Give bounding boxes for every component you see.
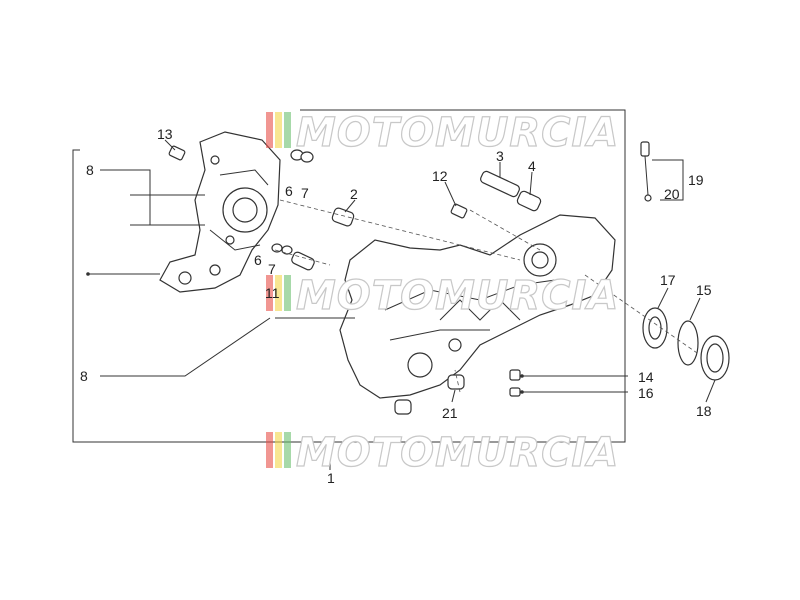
watermark-top: MOTOMURCIA xyxy=(266,109,619,157)
watermark-middle: MOTOMURCIA xyxy=(266,272,619,320)
watermark-text: MOTOMURCIA xyxy=(296,273,619,319)
callout-8: 8 xyxy=(80,368,88,384)
callout-2: 2 xyxy=(350,186,358,202)
callout-16: 16 xyxy=(638,385,654,401)
callout-17: 17 xyxy=(660,272,676,288)
callout-19: 19 xyxy=(688,172,704,188)
bolt-12 xyxy=(450,203,468,219)
bolt-13 xyxy=(168,145,186,161)
ring-7a xyxy=(300,151,314,163)
alignment-lines xyxy=(274,199,701,393)
callout-11: 11 xyxy=(265,285,280,301)
bushing-4 xyxy=(516,190,542,212)
callout-20: 20 xyxy=(664,186,680,202)
small-parts xyxy=(130,145,542,415)
dipstick-cap xyxy=(640,141,650,157)
callout-14: 14 xyxy=(638,369,654,385)
callout-6: 6 xyxy=(254,252,262,268)
bushing-21a xyxy=(447,374,465,390)
watermark-bottom: MOTOMURCIA xyxy=(266,429,619,477)
bolt-16 xyxy=(509,387,521,397)
reference-dot xyxy=(520,374,524,378)
nut-14 xyxy=(509,369,521,381)
bushing-2 xyxy=(331,207,355,227)
assembly-frame xyxy=(72,109,626,470)
callout-18: 18 xyxy=(696,403,712,419)
dipstick-assembly xyxy=(640,141,652,202)
watermark-text: MOTOMURCIA xyxy=(296,430,619,476)
callout-7: 7 xyxy=(268,261,276,277)
bearing-and-seals xyxy=(642,307,730,381)
callout-15: 15 xyxy=(696,282,712,298)
callout-1: 1 xyxy=(327,470,335,486)
callout-12: 12 xyxy=(432,168,448,184)
callout-8: 8 xyxy=(86,162,94,178)
callout-3: 3 xyxy=(496,148,504,164)
reference-dot xyxy=(520,390,524,394)
leader-lines xyxy=(88,139,716,403)
callout-7: 7 xyxy=(301,185,309,201)
callout-13: 13 xyxy=(157,126,173,142)
left-crankcase-half xyxy=(159,131,281,293)
right-crankcase-half xyxy=(339,214,616,399)
ring-7b xyxy=(281,245,293,255)
bushing-21b xyxy=(394,399,412,415)
callout-4: 4 xyxy=(528,158,536,174)
pin-11 xyxy=(291,251,315,271)
callout-6: 6 xyxy=(285,183,293,199)
callout-labels: 13 8 6 7 2 3 4 12 19 20 6 7 11 17 15 8 1… xyxy=(80,126,712,486)
callout-21: 21 xyxy=(442,405,458,421)
pin-3 xyxy=(480,170,520,198)
circlip-15 xyxy=(677,320,699,366)
dipstick-rod xyxy=(644,155,649,196)
watermark-text: MOTOMURCIA xyxy=(296,110,619,156)
reference-dot xyxy=(86,272,90,276)
